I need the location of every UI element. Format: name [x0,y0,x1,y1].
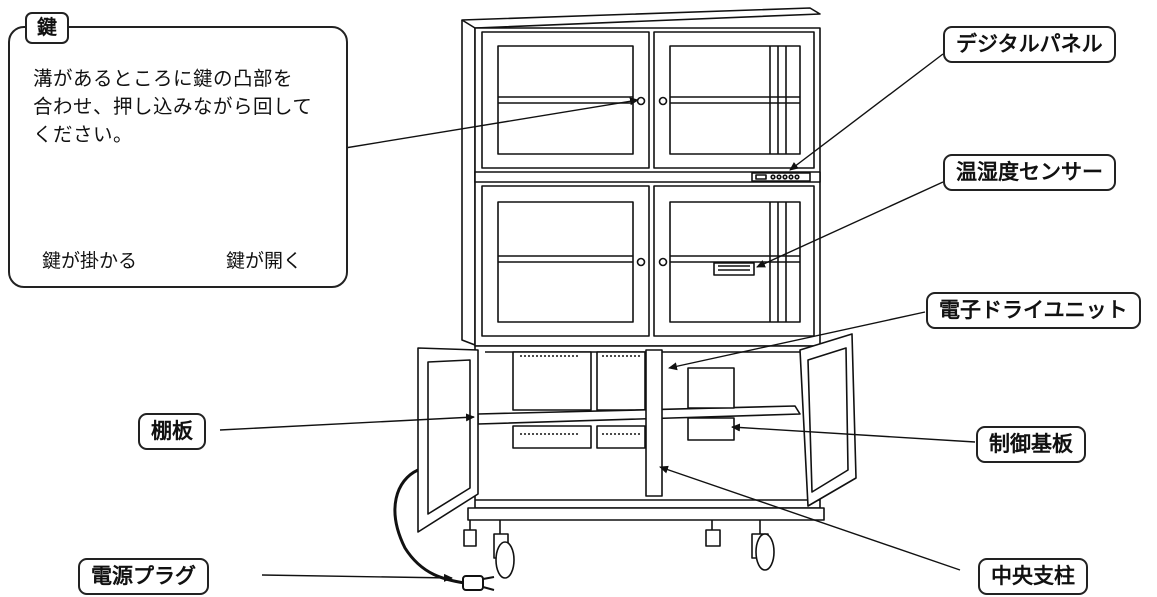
key-instruction: 溝があるところに鍵の凸部を 合わせ、押し込みながら回して ください。 [33,65,333,149]
label-control-board: 制御基板 [976,426,1086,463]
cabinet-top [462,8,820,28]
open-left-door [418,348,478,532]
key-instruction-line: 溝があるところに鍵の凸部を [33,65,333,93]
label-shelf: 棚板 [138,413,206,450]
label-power-plug: 電源プラグ [78,558,209,595]
center-post [646,350,662,496]
key-instruction-line: 合わせ、押し込みながら回して [33,93,333,121]
label-dry-unit: 電子ドライユニット [926,292,1141,329]
caster-back-right [706,520,720,546]
key-instruction-line: ください。 [33,121,333,149]
dry-unit-left [513,352,591,410]
caster-back-left [464,520,476,546]
unlock-caption: 鍵が開く [226,246,302,273]
label-digital-panel: デジタルパネル [943,26,1116,63]
label-center-post: 中央支柱 [978,558,1088,595]
humidity-sensor [714,263,754,275]
lock-caption: 鍵が掛かる [42,246,137,273]
cabinet-left-side [462,20,475,345]
plug-leader-line [262,575,452,578]
caster-front-left [494,520,514,578]
power-plug [463,576,494,590]
cabinet-frame [475,28,820,346]
control-board [688,368,734,408]
caster-front-right [752,520,774,570]
label-humidity-sensor: 温湿度センサー [943,154,1116,191]
key-callout-title: 鍵 [25,12,69,44]
